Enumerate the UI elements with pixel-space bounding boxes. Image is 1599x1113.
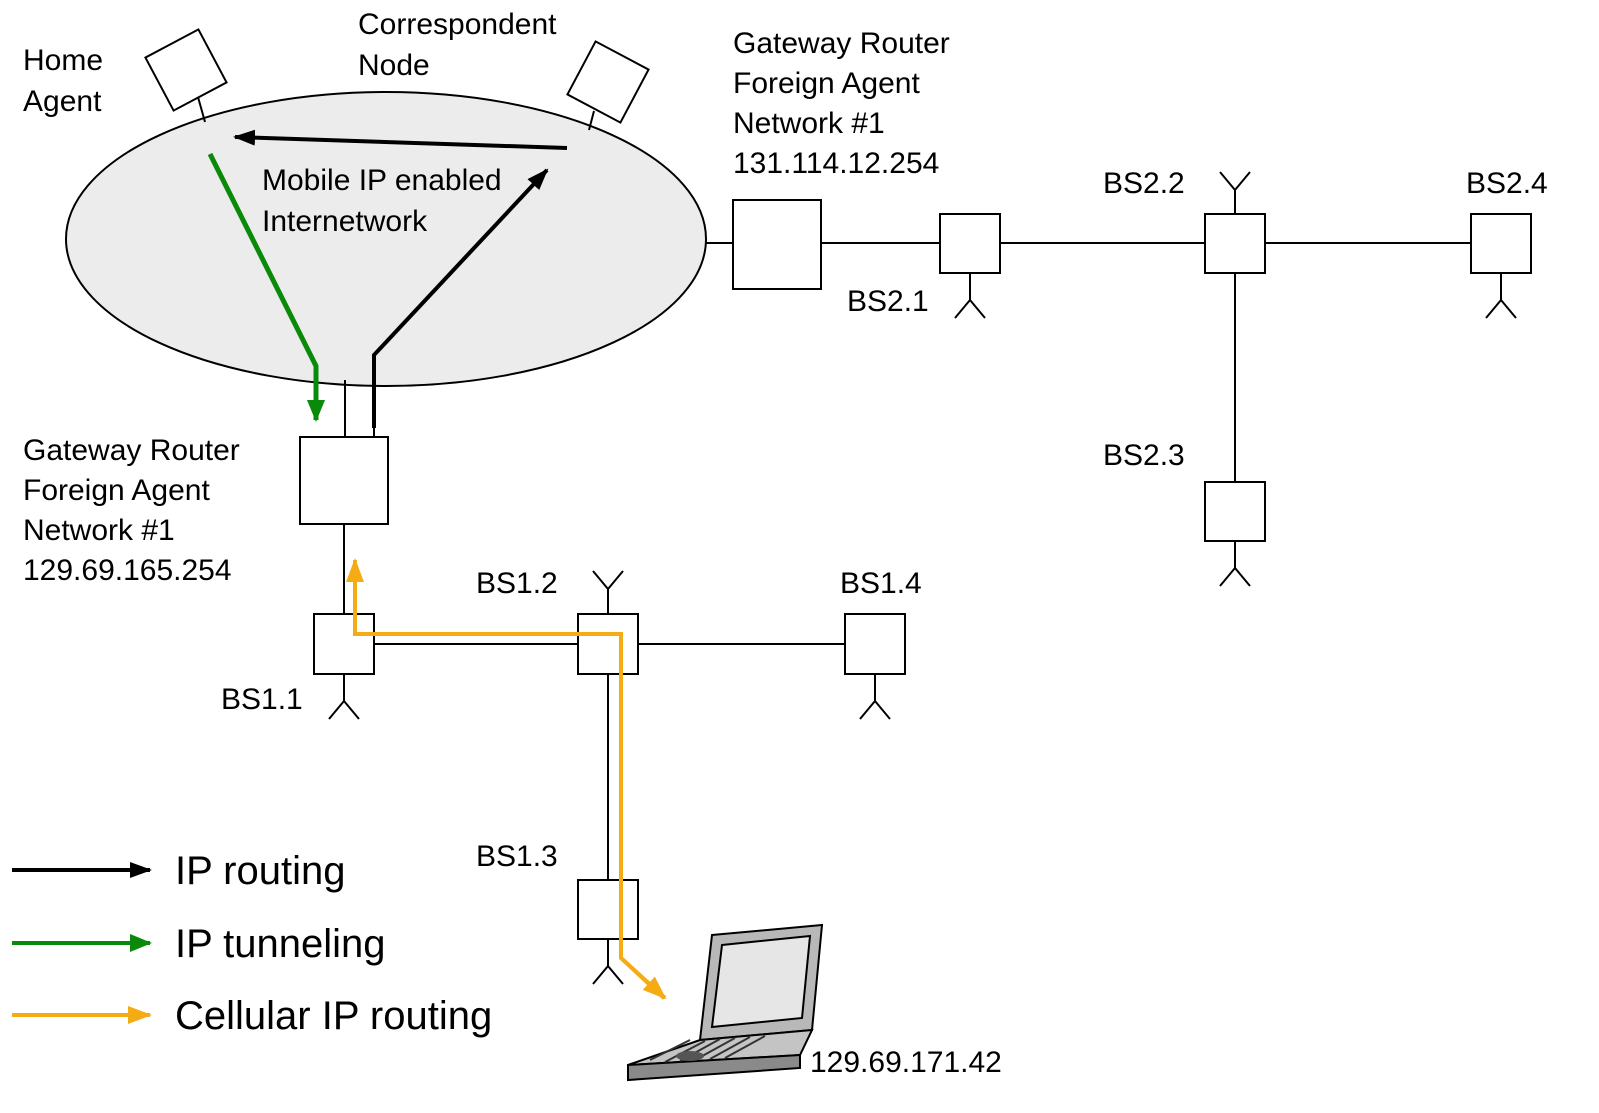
bs2-3-station <box>1205 482 1265 586</box>
gateway-1-label: Gateway Router Foreign Agent Network #1 … <box>23 434 248 587</box>
bs1-1-station <box>314 614 374 719</box>
bs2-1-label: BS2.1 <box>847 285 929 318</box>
bs1-4-label: BS1.4 <box>840 567 922 600</box>
correspondent-node-label: Correspondent Node <box>358 8 565 82</box>
gateway-2-label: Gateway Router Foreign Agent Network #1 … <box>733 27 958 180</box>
bs2-4-station <box>1471 214 1531 318</box>
legend: IP routing IP tunneling Cellular IP rout… <box>12 849 492 1038</box>
gateway-router-2 <box>706 200 940 289</box>
home-agent-label: Home Agent <box>23 44 111 118</box>
bs2-3-label: BS2.3 <box>1103 439 1185 472</box>
bs2-4-label: BS2.4 <box>1466 167 1548 200</box>
bs1-3-station <box>578 880 638 984</box>
bs2-1-station <box>940 214 1000 318</box>
bs1-4-station <box>845 614 905 719</box>
bs1-2-label: BS1.2 <box>476 567 558 600</box>
bs1-2-station <box>578 571 638 674</box>
bs1-3-label: BS1.3 <box>476 840 558 873</box>
legend-ip-tunneling-label: IP tunneling <box>175 922 386 966</box>
legend-ip-routing-label: IP routing <box>175 849 346 893</box>
legend-cellular-ip-routing-label: Cellular IP routing <box>175 994 492 1038</box>
mobile-host-ip-label: 129.69.171.42 <box>810 1046 1002 1079</box>
cellular-ip-routing-to-laptop <box>621 958 665 998</box>
bs2-2-label: BS2.2 <box>1103 167 1185 200</box>
bs2-2-station <box>1205 172 1265 273</box>
bs1-1-label: BS1.1 <box>221 683 303 716</box>
laptop-icon <box>628 925 822 1080</box>
correspondent-node <box>567 41 648 130</box>
home-agent-node <box>145 29 226 122</box>
